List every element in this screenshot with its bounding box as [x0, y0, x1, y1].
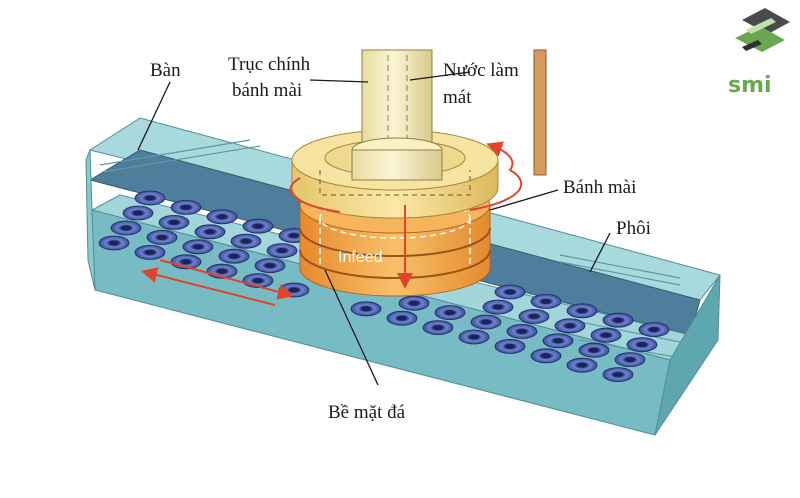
workpiece-hole — [505, 344, 515, 349]
label-truc-chinh-1: Trục chính — [228, 54, 311, 75]
workpiece-hole — [589, 347, 599, 353]
leader-lines — [137, 71, 611, 386]
labels: Bàn Trục chính bánh mài Nước làm mát Bán… — [150, 54, 651, 423]
workpiece-hole — [529, 314, 539, 319]
label-ban: Bàn — [150, 60, 181, 81]
workpiece-hole — [613, 372, 623, 377]
workpiece-hole — [361, 306, 371, 312]
workpiece-hole — [205, 229, 215, 235]
label-be-mat-da: Bề mặt đá — [328, 402, 406, 423]
workpiece-hole — [169, 220, 179, 225]
workpiece-hole — [241, 238, 251, 244]
workpiece-hole — [277, 248, 287, 254]
workpiece-hole — [577, 308, 587, 314]
label-banh-mai: Bánh mài — [563, 177, 636, 198]
workpiece-hole — [217, 214, 227, 220]
workpiece-hole — [145, 195, 155, 201]
workpiece-hole — [481, 319, 491, 325]
workpiece-hole — [505, 289, 515, 295]
workpiece-hole — [181, 259, 191, 265]
workpiece-hole — [289, 287, 299, 293]
workpiece-hole — [409, 300, 419, 306]
workpiece-hole — [649, 327, 659, 332]
workpiece-hole — [253, 223, 263, 229]
workpiece-hole — [145, 250, 155, 255]
coolant-nozzle — [533, 49, 547, 176]
workpiece-hole — [397, 315, 407, 321]
workpiece-hole — [613, 317, 623, 323]
table-motion-arrows — [141, 259, 294, 306]
workpiece-hole — [625, 357, 635, 362]
workpiece-hole — [133, 210, 143, 216]
workpiece-hole — [601, 332, 611, 338]
workpiece-hole — [181, 205, 191, 210]
workpiece-hole — [289, 233, 299, 239]
infeed-label: Infeed — [338, 249, 382, 266]
workpiece-hole — [541, 353, 551, 359]
workpiece-hole — [637, 342, 647, 347]
workpiece-hole — [469, 334, 479, 340]
spindle — [351, 49, 443, 181]
table-end-face — [654, 274, 721, 436]
workpiece-hole — [265, 263, 275, 268]
workpiece-hole — [157, 235, 167, 240]
workpiece-hole — [229, 253, 239, 259]
workpiece-hole — [109, 240, 119, 246]
logo-text: smi — [728, 73, 772, 98]
label-nuoc-lam-mat-2: mát — [443, 87, 472, 108]
workpiece-hole — [565, 323, 575, 329]
wheel-rotation-arrow — [469, 141, 523, 211]
workpiece-hole — [517, 329, 527, 334]
label-nuoc-lam-mat-1: Nước làm — [443, 60, 519, 81]
table-grooves — [99, 139, 681, 358]
workpiece-hole — [445, 310, 455, 315]
workpiece-hole — [253, 278, 263, 283]
workpiece-hole — [121, 225, 131, 231]
workpiece-hole — [541, 299, 551, 304]
logo-mark-icon — [735, 8, 790, 52]
label-truc-chinh-2: bánh mài — [232, 80, 302, 101]
label-phoi: Phôi — [616, 218, 651, 239]
table-left-end — [85, 149, 96, 291]
workpiece-hole — [493, 304, 503, 310]
workpiece-hole — [577, 362, 587, 368]
workpiece-hole — [193, 244, 203, 250]
smi-logo: smi — [728, 8, 790, 98]
workpiece-hole — [217, 268, 227, 274]
workpiece-hole — [553, 338, 563, 344]
workpiece-hole — [433, 325, 443, 330]
